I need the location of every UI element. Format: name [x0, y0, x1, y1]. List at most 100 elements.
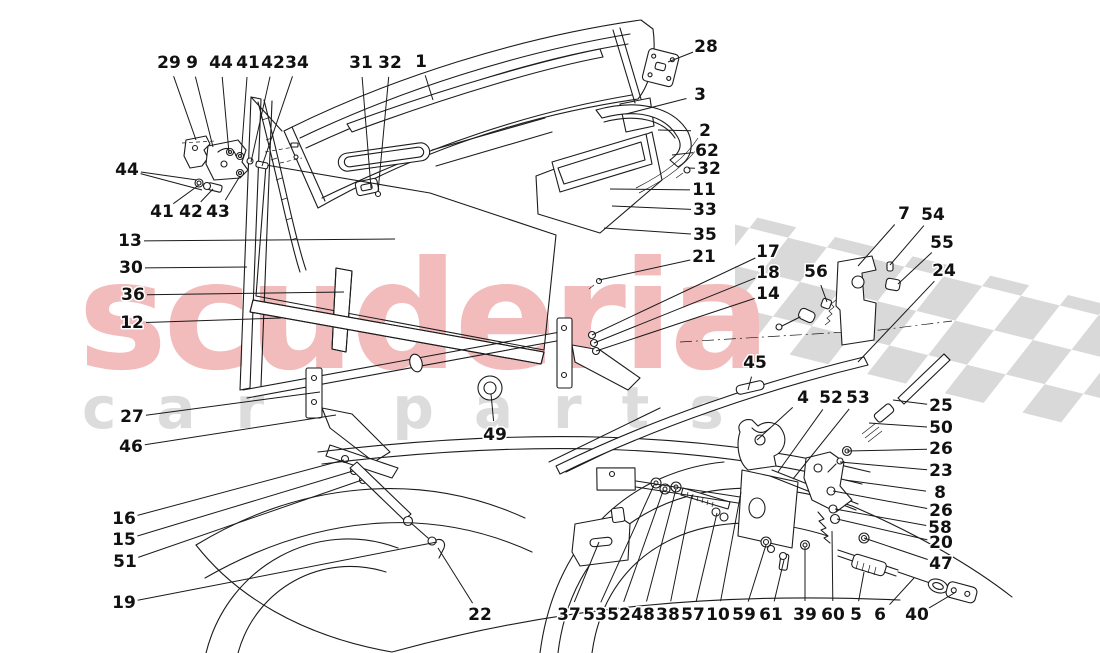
leader-line-36 [146, 291, 345, 296]
leader-line-30 [144, 266, 248, 269]
leader-line-41 [173, 184, 200, 205]
callout-21: 21 [598, 246, 717, 281]
part-number-62: 62 [695, 141, 719, 161]
leader-line-42 [200, 188, 214, 203]
leader-line-29 [173, 76, 197, 141]
callout-32: 32 [687, 158, 722, 181]
part-number-7: 7 [898, 204, 910, 224]
callout-34: 34 [261, 52, 310, 167]
callout-9: 9 [185, 52, 214, 148]
callout-29: 29 [156, 52, 197, 141]
callout-59: 59 [731, 544, 767, 627]
callout-50: 50 [868, 417, 954, 440]
part-number-41: 41 [150, 202, 174, 222]
hood-front-frame [596, 98, 701, 193]
part-number-28: 28 [694, 37, 718, 57]
callout-44: 44 [208, 52, 234, 154]
leader-line-9 [194, 76, 214, 148]
part-number-30: 30 [119, 258, 143, 278]
leader-line-56 [820, 284, 828, 303]
callout-33: 33 [611, 199, 718, 222]
callout-12: 12 [119, 312, 282, 335]
callout-31: 31 [348, 52, 374, 189]
part-number-44: 44 [115, 160, 139, 180]
part-number-53: 53 [583, 605, 607, 625]
callout-43: 43 [205, 175, 241, 224]
callout-35: 35 [603, 224, 718, 247]
leader-line-22 [437, 547, 474, 604]
part-number-41: 41 [236, 53, 260, 73]
callout-62: 62 [671, 140, 720, 163]
part-number-53: 53 [846, 388, 870, 408]
part-number-9: 9 [186, 53, 198, 73]
leader-line-49 [490, 393, 495, 422]
watermark-title: scuderia [78, 230, 767, 404]
callout-41: 41 [149, 184, 200, 224]
part-number-52: 52 [607, 605, 631, 625]
callout-26: 26 [832, 490, 954, 523]
leader-line-26 [832, 490, 928, 509]
leader-line-8 [844, 479, 927, 492]
watermark-subtitle: car parts [82, 374, 764, 442]
part-number-21: 21 [692, 247, 716, 267]
part-number-58: 58 [928, 518, 952, 538]
leader-line-62 [671, 152, 694, 156]
callout-39: 39 [792, 547, 818, 627]
leader-line-51 [138, 479, 363, 558]
cable-centerline [680, 321, 952, 342]
part-number-50: 50 [929, 418, 953, 438]
part-number-8: 8 [934, 483, 946, 503]
callout-46: 46 [118, 414, 337, 459]
callout-7: 7 [857, 203, 911, 267]
leader-line-1 [424, 75, 434, 101]
callout-26: 26 [846, 438, 954, 461]
part-number-2: 2 [699, 121, 711, 141]
body-front-end [196, 408, 1012, 653]
leader-line-11 [609, 188, 691, 191]
leader-line-44 [140, 171, 198, 181]
part-number-14: 14 [756, 284, 780, 304]
callout-38: 38 [655, 494, 693, 627]
part-number-33: 33 [693, 200, 717, 220]
callout-37: 37 [556, 541, 600, 627]
checkered-flag-watermark [735, 212, 1100, 432]
leader-line-20 [836, 518, 928, 541]
leader-line-19 [137, 541, 438, 601]
part-number-51: 51 [113, 552, 137, 572]
callout-55: 55 [897, 232, 955, 285]
part-number-42: 42 [261, 53, 285, 73]
callout-47: 47 [863, 537, 954, 576]
callout-58: 58 [834, 508, 953, 540]
callout-19: 19 [111, 541, 438, 615]
callout-48: 48 [630, 488, 677, 627]
leader-line-50 [868, 422, 928, 428]
cowl-seal [556, 357, 868, 494]
callout-53: 53 [792, 387, 871, 480]
part-number-26: 26 [929, 501, 953, 521]
callout-16: 16 [111, 459, 345, 531]
callout-41: 41 [235, 52, 261, 159]
leader-line-6 [889, 577, 915, 606]
leader-line-3 [625, 98, 687, 115]
leader-line-14 [595, 297, 755, 352]
leader-line-45 [747, 376, 752, 391]
part-number-40: 40 [905, 605, 929, 625]
callout-4: 4 [756, 387, 811, 441]
leader-line-42 [250, 76, 271, 163]
part-number-32: 32 [697, 159, 721, 179]
callout-13: 13 [117, 230, 396, 253]
part-number-10: 10 [706, 605, 730, 625]
part-number-45: 45 [743, 353, 767, 373]
callout-15: 15 [111, 470, 354, 552]
leader-line-28 [667, 51, 694, 63]
part-number-27: 27 [120, 407, 144, 427]
callout-8: 8 [844, 479, 947, 505]
part-number-24: 24 [932, 261, 956, 281]
callout-44: 44 [114, 159, 203, 191]
part-number-42: 42 [179, 202, 203, 222]
part-number-13: 13 [118, 231, 142, 251]
grille-opening [536, 132, 662, 233]
part-number-37: 37 [557, 605, 581, 625]
leader-line-43 [224, 175, 241, 201]
